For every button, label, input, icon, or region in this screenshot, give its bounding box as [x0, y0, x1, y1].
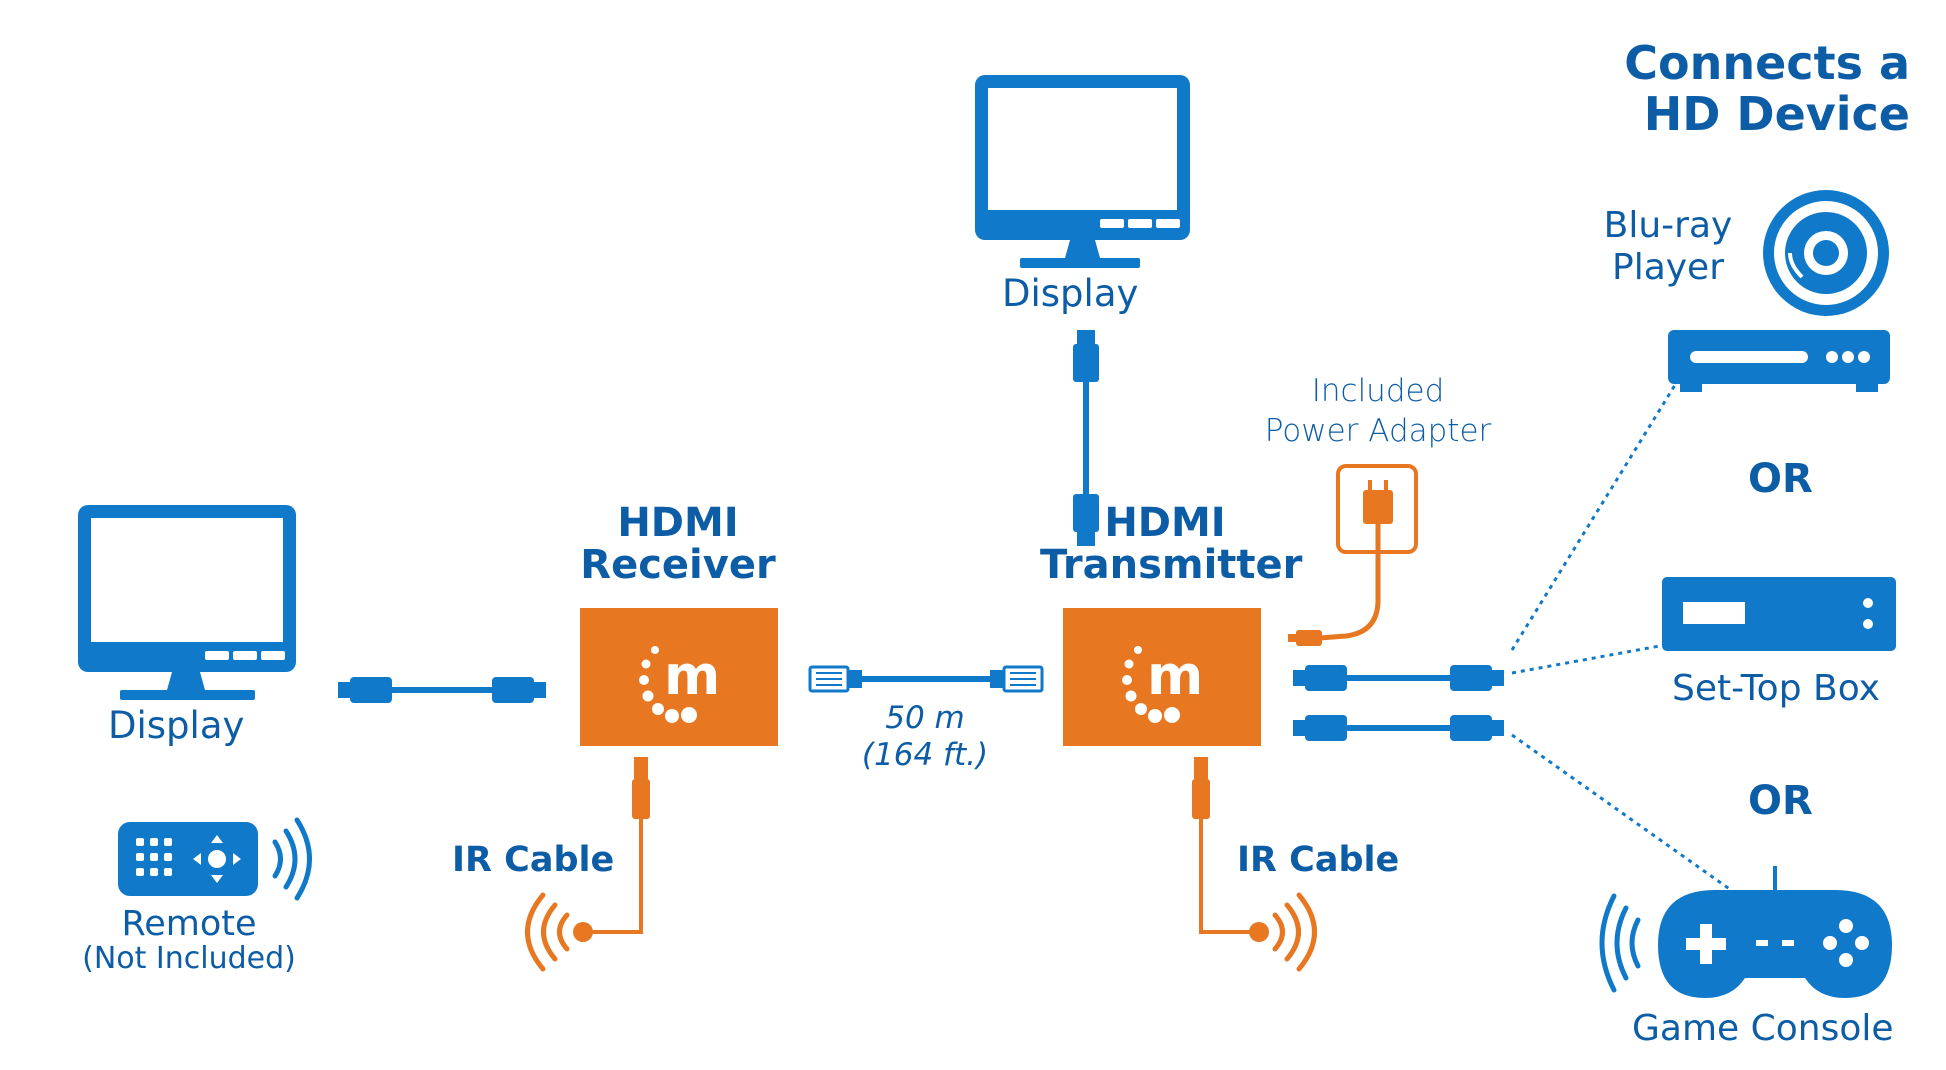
game-console-label: Game Console	[1632, 1008, 1894, 1049]
top-display-label: Display	[1002, 272, 1139, 315]
remote-label-line-1: Remote	[121, 904, 257, 944]
ir-cable-left-label: IR Cable	[452, 840, 615, 880]
transmitter-label-line-2: Transmitter	[1040, 542, 1303, 588]
bluray-label-line-2: Player	[1611, 247, 1725, 289]
bluray-player-icon	[1668, 330, 1890, 392]
brand-logo-m-receiver: m	[664, 644, 720, 707]
transmitter-label-line-1: HDMI	[1104, 500, 1226, 546]
ir-cable-transmitter	[1192, 757, 1317, 972]
top-display-hdmi-cable	[1073, 330, 1099, 546]
brand-logo-m-transmitter: m	[1147, 644, 1203, 707]
top-display-monitor-icon	[975, 75, 1190, 268]
cable-length-imperial: (164 ft.)	[861, 737, 989, 774]
device-dotted-lines	[1510, 384, 1746, 902]
settop-box-icon	[1662, 577, 1896, 651]
or-label-2: OR	[1748, 778, 1813, 824]
or-label-1: OR	[1748, 456, 1813, 502]
page-title-line-1: Connects a	[1624, 36, 1910, 90]
page-title-line-2: HD Device	[1643, 86, 1910, 141]
left-hdmi-cable	[338, 677, 546, 703]
left-display-monitor-icon	[78, 505, 296, 700]
bluray-label-line-1: Blu-ray	[1603, 205, 1733, 246]
left-display-label: Display	[108, 704, 245, 747]
power-adapter-label-line-1: Included	[1311, 373, 1445, 409]
receiver-label-line-1: HDMI	[617, 500, 739, 546]
ir-cable-right-label: IR Cable	[1237, 840, 1400, 880]
hdmi-receiver-box: m	[580, 608, 778, 746]
ethernet-cable	[808, 665, 1044, 693]
remote-label-line-2: (Not Included)	[82, 940, 296, 976]
bluray-label: Blu-ray Player	[1588, 205, 1748, 290]
source-hdmi-cable-1	[1293, 665, 1504, 691]
power-adapter-label: Included Power Adapter	[1248, 372, 1508, 451]
remote-icon	[118, 817, 312, 901]
source-hdmi-cable-2	[1293, 715, 1504, 741]
receiver-label: HDMI Receiver	[560, 502, 796, 586]
page-title: Connects a HD Device	[1580, 38, 1910, 139]
ir-cable-receiver	[525, 757, 650, 972]
power-adapter-label-line-2: Power Adapter	[1264, 412, 1492, 449]
bluray-disc-icon	[1763, 190, 1889, 316]
power-adapter-icon	[1288, 464, 1418, 646]
game-console-controller-icon	[1599, 866, 1892, 998]
receiver-label-line-2: Receiver	[580, 542, 776, 588]
transmitter-label: HDMI Transmitter	[1040, 500, 1303, 588]
remote-label: Remote (Not Included)	[48, 906, 330, 974]
cable-length-metric: 50 m	[885, 700, 965, 736]
hdmi-transmitter-box: m	[1063, 608, 1261, 746]
cable-length-label: 50 m (164 ft.)	[845, 700, 1005, 774]
settop-box-label: Set-Top Box	[1672, 668, 1880, 709]
